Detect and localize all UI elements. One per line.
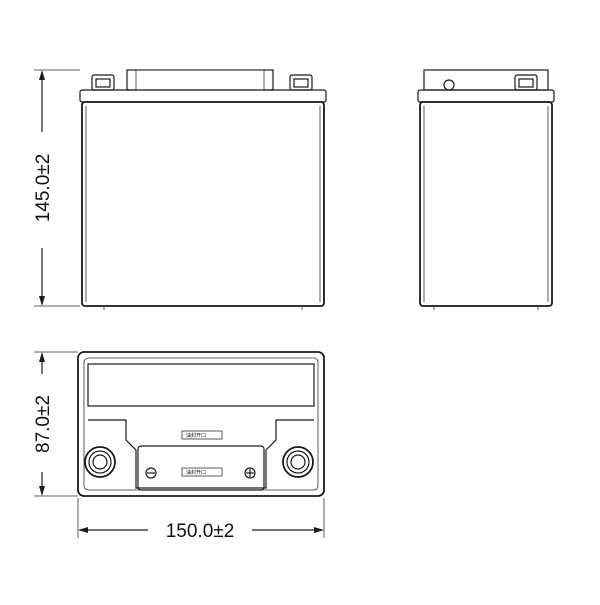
dimension-depth: 87.0±2 [33,351,78,497]
top-label-recess [87,363,315,407]
side-view [417,69,555,310]
side-top-strip [423,69,549,91]
front-center-strip [126,69,274,91]
side-lid [417,89,555,103]
dim-depth-arrow-top-icon [39,352,45,362]
top-terminal-left-inner [92,454,108,470]
front-terminal-right [289,74,313,91]
vent-circle-negative [145,467,157,479]
side-vent-cap [443,79,455,91]
top-terminal-right-inner [290,454,306,470]
side-terminal [514,74,538,91]
top-terminal-right-outer [282,446,314,478]
top-center-panel-outline [88,419,314,489]
front-lid [79,89,327,103]
front-terminal-left-nut [95,78,111,88]
top-view: 油封开口 油封开口 [77,351,325,497]
front-center-strip-inner [135,69,265,91]
dim-depth-label: 87.0±2 [33,395,54,453]
top-label-lower-box [181,467,223,477]
side-body [419,101,553,307]
dim-width-arrow-left-icon [78,527,88,533]
top-label-upper-box [181,430,223,440]
dim-width-arrow-right-icon [314,527,324,533]
dimension-width: 150.0±2 [77,498,325,542]
dim-height-arrow-top-icon [39,70,45,80]
front-body [81,101,325,307]
dim-depth-arrow-bottom-icon [39,486,45,496]
dim-height-arrow-bottom-icon [39,296,45,306]
dimension-height: 145.0±2 [33,69,80,307]
front-view [79,69,327,310]
top-label-upper: 油封开口 [186,432,206,439]
vent-circle-positive [244,467,256,479]
side-terminal-nut [518,78,534,88]
top-label-lower: 油封开口 [186,469,206,476]
top-terminal-right-middle [286,450,310,474]
front-terminal-right-nut [293,78,309,88]
top-terminal-left-outer [84,446,116,478]
front-terminal-left [91,74,115,91]
dim-height-label: 145.0±2 [33,154,54,223]
top-outline [77,351,325,497]
top-terminal-left-middle [88,450,112,474]
dim-width-label: 150.0±2 [166,521,235,542]
top-center-lid [137,445,265,491]
